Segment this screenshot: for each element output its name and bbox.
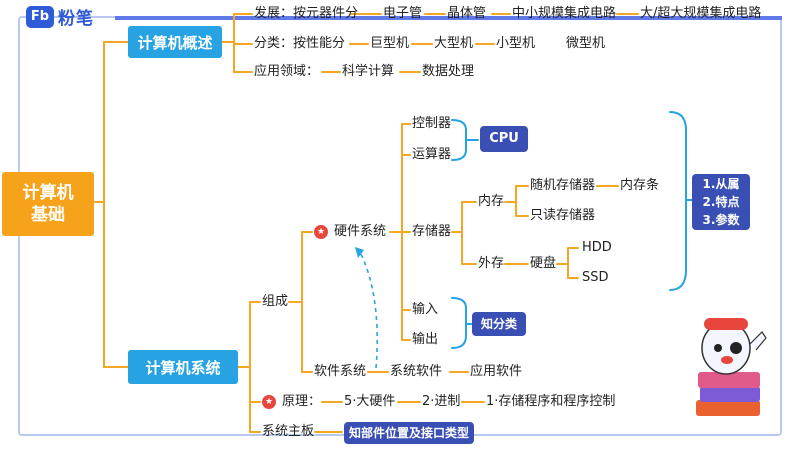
brand-logo: Fb 粉笔: [26, 4, 94, 29]
node-dev-tube: 电子管: [383, 6, 423, 21]
node-principle-stored: 1·存储程序和程序控制: [486, 394, 616, 409]
mascot-illustration: [696, 318, 767, 416]
node-class-micro: 微型机: [566, 36, 606, 51]
node-sys-software: 系统软件: [390, 364, 443, 379]
star-badge-icon: ★: [314, 225, 328, 239]
node-rom: 只读存储器: [530, 208, 596, 223]
node-dev-vlsi: 大/超大规模集成电路: [640, 6, 762, 21]
node-app-science: 科学计算: [342, 64, 395, 79]
tag-cpu: CPU: [480, 126, 528, 152]
logo-text: 粉笔: [58, 9, 94, 29]
tag-motherboard: 知部件位置及接口类型: [344, 422, 474, 444]
star-badge-icon: ★: [262, 395, 276, 409]
node-alu: 运算器: [412, 147, 452, 162]
node-classification: 分类：按性能分: [254, 36, 346, 51]
tag-storage-note-3: 3.参数: [702, 213, 740, 227]
header-bar: [115, 16, 782, 20]
node-disk: 硬盘: [530, 256, 557, 271]
node-ram-stick: 内存条: [620, 178, 660, 193]
node-memory: 内存: [478, 194, 505, 209]
node-development: 发展：按元器件分: [254, 6, 359, 21]
node-ram: 随机存储器: [530, 178, 596, 193]
node-dev-transistor: 晶体管: [447, 6, 487, 21]
node-class-super: 巨型机: [370, 36, 410, 51]
node-system: 计算机系统: [128, 350, 238, 384]
logo-mark-icon: Fb: [26, 5, 54, 28]
node-output: 输出: [412, 332, 439, 347]
tag-storage-notes: 1.从属 2.特点 3.参数: [692, 174, 750, 230]
node-controller: 控制器: [412, 116, 452, 131]
node-principle-hw: 5·大硬件: [344, 394, 396, 409]
node-external: 外存: [478, 256, 505, 271]
node-principle: 原理：: [282, 394, 322, 409]
node-input: 输入: [412, 302, 439, 317]
tag-storage-note-1: 1.从属: [702, 177, 740, 191]
root-node: 计算机 基础: [2, 172, 94, 236]
node-composition: 组成: [262, 294, 289, 309]
node-hardware: 硬件系统: [334, 224, 387, 239]
node-motherboard: 系统主板: [262, 424, 315, 439]
node-class-small: 小型机: [496, 36, 536, 51]
node-overview: 计算机概述: [128, 26, 222, 58]
tag-storage-note-2: 2.特点: [702, 195, 740, 209]
node-app-software: 应用软件: [470, 364, 523, 379]
root-line-2: 基础: [31, 205, 65, 225]
root-line-1: 计算机: [22, 183, 74, 203]
node-class-large: 大型机: [434, 36, 474, 51]
node-principle-binary: 2·进制: [422, 394, 461, 409]
node-ssd: SSD: [582, 270, 609, 285]
node-dev-ic: 中小规模集成电路: [512, 6, 617, 21]
node-application: 应用领域：: [254, 64, 320, 79]
tag-io: 知分类: [472, 312, 526, 336]
node-hdd: HDD: [582, 240, 612, 255]
node-app-data: 数据处理: [422, 64, 475, 79]
node-storage: 存储器: [412, 224, 452, 239]
node-software: 软件系统: [314, 364, 367, 379]
